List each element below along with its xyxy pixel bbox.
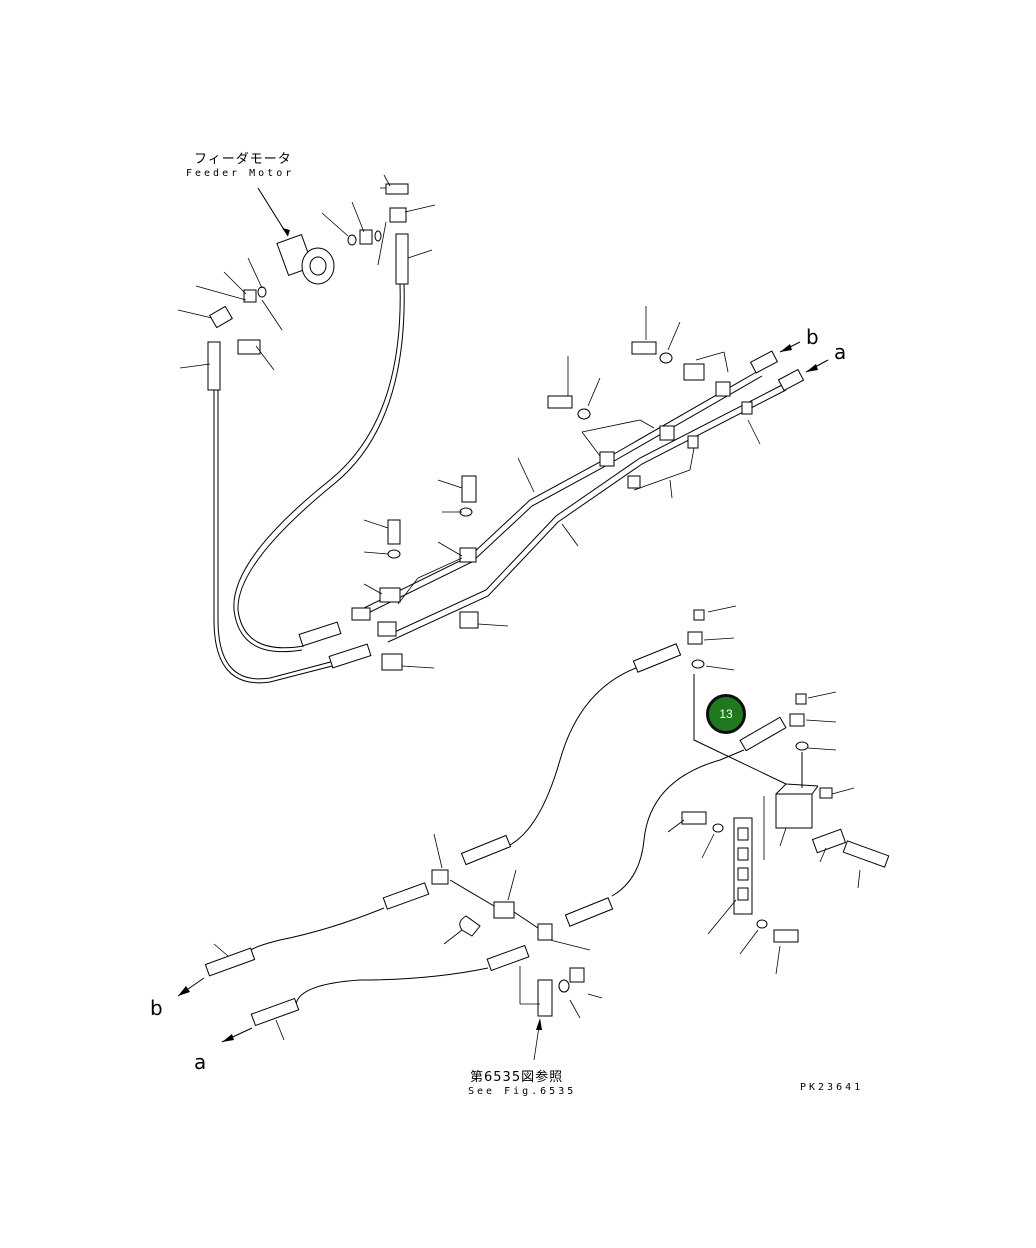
end-label-a-lower: a	[194, 1050, 207, 1074]
upper-hose-left	[213, 390, 372, 684]
lower-hose-1	[460, 643, 682, 866]
upper-tube-a	[385, 359, 829, 643]
upper-tube-b	[359, 341, 801, 617]
lower-hose-4	[564, 716, 787, 927]
drawing-id: PK23641	[800, 1082, 864, 1093]
upper-tube-clamps	[351, 306, 761, 671]
mounting-bracket	[667, 796, 799, 975]
end-label-a-upper: a	[834, 340, 847, 364]
valve-block	[687, 605, 890, 889]
lower-fittings	[213, 833, 603, 1061]
feeder-motor-label-jp: フィーダモータ	[194, 152, 292, 167]
end-label-b-upper: b	[806, 325, 819, 349]
see-fig-label-en: See Fig.6535	[468, 1086, 577, 1097]
lower-hose-3	[221, 944, 530, 1043]
feeder-motor-fittings	[177, 174, 436, 391]
feeder-motor	[257, 187, 335, 285]
lower-hose-2	[177, 882, 430, 997]
see-fig-label-jp: 第6535図参照	[470, 1070, 564, 1085]
part-callout-13[interactable]: 13	[706, 694, 746, 734]
end-label-b-lower: b	[150, 996, 163, 1020]
upper-hose-right	[233, 283, 405, 653]
feeder-motor-label-en: Feeder Motor	[186, 168, 295, 179]
